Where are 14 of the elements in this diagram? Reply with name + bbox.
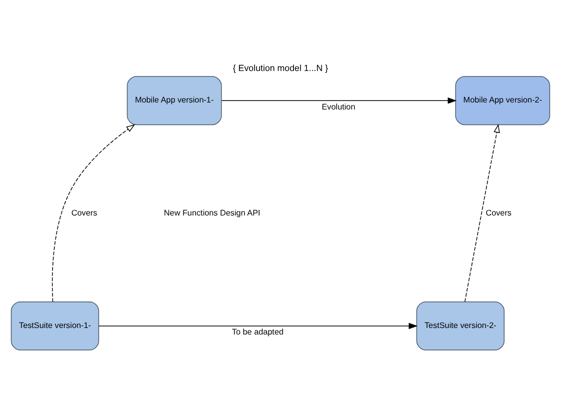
edge-label: Evolution (322, 102, 356, 111)
arrow (464, 123, 500, 302)
label: New Functions Design API (164, 208, 260, 217)
node-box: TestSuite version-2- (416, 300, 505, 350)
edge-label: Covers (71, 208, 98, 217)
arrow (52, 124, 136, 302)
arrow (221, 97, 457, 104)
edge-label: Covers (486, 208, 512, 217)
node-box: TestSuite version-1- (10, 300, 100, 350)
diagram-title: { Evolution model 1...N } (232, 62, 328, 73)
node-box: Mobile App version-2- (455, 76, 550, 125)
node-box: Mobile App version-1- (126, 76, 222, 125)
edge-label: To be adapted (232, 327, 284, 336)
arrow (98, 322, 418, 329)
